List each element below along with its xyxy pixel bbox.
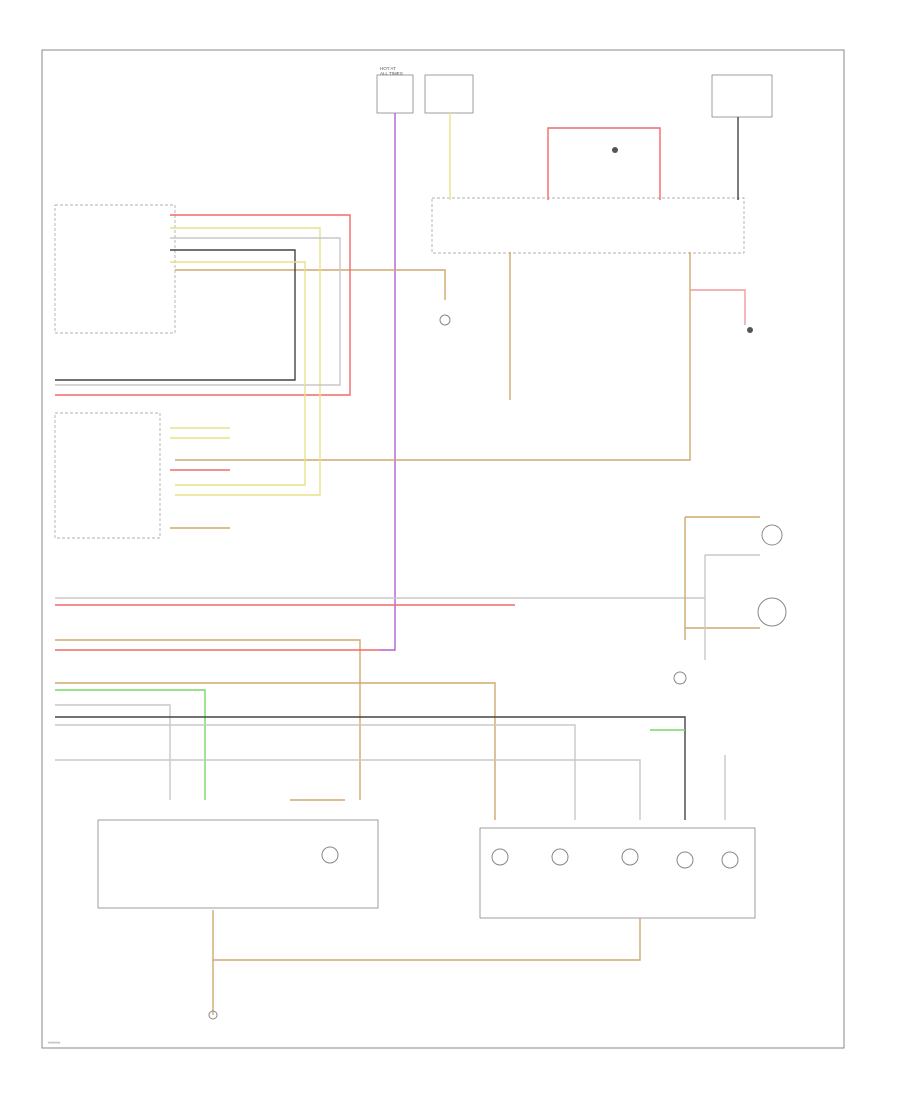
light-switch-box [54,204,176,334]
svg-text:ALL TIMES: ALL TIMES [380,71,403,76]
ground-1 [439,314,451,326]
lamp-4 [491,848,509,866]
footer-code: ≈≈≈≈≈ [48,1040,61,1045]
ground-3 [208,1010,218,1020]
lamp-2 [757,597,787,627]
ground-2 [747,327,753,333]
left-rear-lamps-box [97,819,379,909]
lamp-6 [621,848,639,866]
svg-text:HOT AT: HOT AT [380,66,396,71]
right-rear-lamps-box [479,827,756,919]
fuse-box-1: HOT AT ALL TIMES [376,66,414,114]
emergency-flasher-relay-box [431,197,745,254]
fuse-box-3 [711,74,773,118]
lamp-8 [721,851,739,869]
lamp-1 [761,524,783,546]
connector-box [54,412,161,539]
lamp-3 [673,671,687,685]
switch-1 [612,147,618,153]
diagram-frame [41,49,845,1049]
wiring [55,113,760,1015]
lamp-9 [321,846,339,864]
lamp-5 [551,848,569,866]
lamp-7 [676,851,694,869]
components [208,147,787,1020]
fuse-box-2 [424,74,474,114]
